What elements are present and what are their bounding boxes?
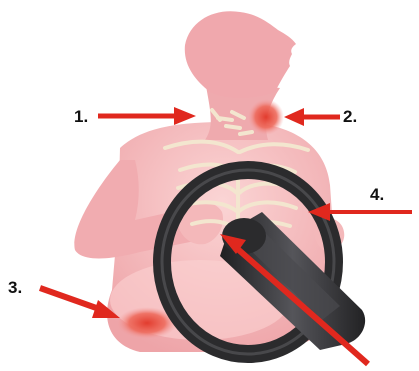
callout-arrow-1 bbox=[98, 107, 196, 125]
callout-label-3: 3. bbox=[8, 278, 22, 297]
callout-arrow-2 bbox=[284, 108, 340, 126]
head bbox=[185, 11, 296, 98]
callout-label-4: 4. bbox=[370, 185, 384, 204]
callout-arrow-3 bbox=[40, 288, 120, 318]
injury-neck bbox=[248, 99, 284, 135]
callout-label-2: 2. bbox=[343, 107, 357, 126]
callout-label-1: 1. bbox=[74, 107, 88, 126]
callout-arrow-4 bbox=[308, 203, 412, 221]
